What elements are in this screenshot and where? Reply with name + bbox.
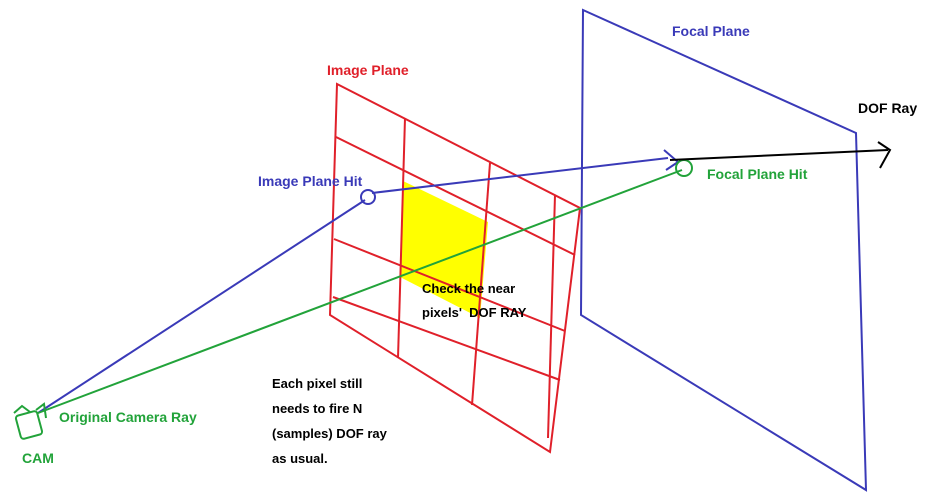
note-line-3: (samples) DOF ray [272,426,388,441]
camera-icon [13,402,47,440]
focal-plane-hit-label: Focal Plane Hit [707,166,808,182]
image-plane-grid [328,82,582,454]
original-camera-ray [37,169,683,414]
check-near-line-2: pixels' DOF RAY [422,305,527,320]
image-plane-label: Image Plane [327,62,409,78]
original-camera-ray-label: Original Camera Ray [59,409,197,425]
note-line-1: Each pixel still [272,376,362,391]
focal-plane-label: Focal Plane [672,23,750,39]
dof-ray-label: DOF Ray [858,100,917,116]
note-line-2: needs to fire N [272,401,362,416]
highlighted-pixel [400,181,488,318]
image-plane-hit-label: Image Plane Hit [258,173,363,189]
cam-label: CAM [22,450,54,466]
check-near-line-1: Check the near [422,281,515,296]
image-plane-hit-marker [360,189,376,205]
dof-ray [669,141,892,169]
note-line-4: as usual. [272,451,328,466]
focal-plane [579,8,868,492]
focal-plane-hit-marker [675,159,693,177]
